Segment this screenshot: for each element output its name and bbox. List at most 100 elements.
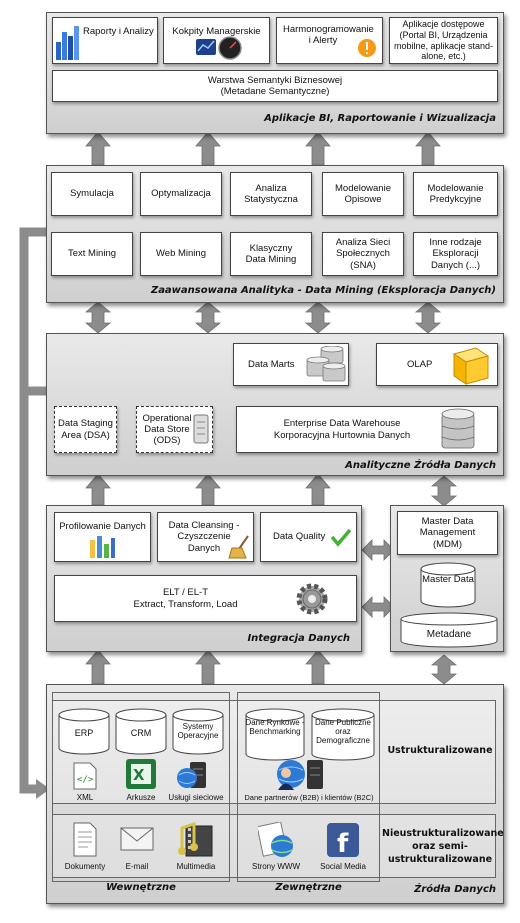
- server-icon: [193, 414, 209, 444]
- spreadsheet-icon: X: [126, 759, 156, 789]
- database-stack-icon: [306, 346, 346, 382]
- semantic-layer-box: Warstwa Semantyki Biznesowej (Metadane S…: [52, 70, 498, 102]
- mdm-box: Master Data Management (MDM): [397, 511, 498, 555]
- crm-label: CRM: [130, 728, 152, 738]
- analytics-label: Analiza Statystyczna: [244, 182, 298, 205]
- dsa-box: Data Staging Area (DSA): [54, 406, 117, 453]
- metadata-label: Metadane: [426, 629, 472, 640]
- analytics-box-sna: Analiza Sieci Społecznych (SNA): [322, 232, 404, 276]
- svg-text:X: X: [133, 766, 145, 784]
- gauge-icon: [196, 36, 242, 60]
- document-label: Dokumenty: [64, 862, 106, 871]
- external-label: Zewnętrzne: [275, 882, 342, 893]
- spreadsheet-label: Arkusze: [126, 793, 156, 802]
- external-group: [237, 692, 380, 882]
- analytics-box-classic-dm: Klasyczny Data Mining: [230, 232, 312, 276]
- internal-label: Wewnętrzne: [106, 882, 176, 893]
- cleansing-label: Data Cleansing - Czyszczenie Danych: [168, 520, 240, 554]
- data-warehouse-icon: [441, 408, 475, 449]
- analytics-label: Text Mining: [67, 248, 117, 260]
- www-label: Strony WWW: [252, 862, 300, 871]
- analytics-box-other: Inne rodzaje Eksploracji Danych (...): [413, 232, 498, 276]
- integration-layer-title: Integracja Danych: [247, 633, 350, 644]
- analytics-label: Modelowanie Opisowe: [335, 182, 391, 205]
- structured-label: Ustrukturalizowane: [387, 745, 493, 756]
- metadata-cylinder: [400, 612, 498, 648]
- semantic-layer-label: Warstwa Semantyki Biznesowej (Metadane S…: [207, 74, 343, 97]
- olap-label: OLAP: [407, 358, 433, 370]
- document-icon: [73, 822, 97, 857]
- profiling-chart-icon: [90, 536, 115, 558]
- access-apps-box: Aplikacje dostępowe (Portal BI, Urządzen…: [389, 17, 498, 64]
- partners-icon: [277, 760, 323, 790]
- data-sources-title: Źródła Danych: [414, 884, 496, 895]
- gears-icon: [296, 583, 328, 615]
- svg-text:f: f: [337, 829, 349, 858]
- ods-box: Operational Data Store (ODS): [136, 406, 213, 453]
- market-label: Dane Rynkowe - Benchmarking: [245, 718, 305, 737]
- analytics-label: Analiza Sieci Społecznych (SNA): [335, 237, 391, 271]
- analytics-box-web-mining: Web Mining: [140, 232, 222, 276]
- analytics-label: Web Mining: [156, 248, 206, 260]
- profiling-box: Profilowanie Danych: [54, 512, 151, 562]
- web-services-label: Usługi sieciowe: [168, 793, 224, 802]
- xml-label: XML: [76, 793, 94, 802]
- internal-group: [52, 692, 230, 882]
- os-cylinder: [172, 708, 224, 755]
- dashboards-box: Kokpity Managerskie: [163, 17, 270, 64]
- access-apps-label: Aplikacje dostępowe (Portal BI, Urządzen…: [393, 19, 494, 62]
- analytics-box-optimization: Optymalizacja: [140, 172, 222, 216]
- broom-icon: [228, 535, 249, 559]
- public-label: Dane Publiczne oraz Demograficzne: [314, 718, 372, 746]
- market-cylinder: [245, 708, 305, 761]
- master-data-label: Master Data: [422, 574, 474, 585]
- data-marts-label: Data Marts: [248, 358, 295, 370]
- alert-icon: [358, 39, 376, 57]
- quality-label: Data Quality: [273, 531, 326, 543]
- olap-cube-icon: [452, 347, 490, 385]
- dashboards-label: Kokpity Managerskie: [172, 26, 261, 37]
- quality-box: Data Quality: [260, 512, 357, 562]
- social-label: Social Media: [320, 862, 366, 871]
- analytics-box-text-mining: Text Mining: [51, 232, 133, 276]
- dsa-label: Data Staging Area (DSA): [58, 418, 113, 441]
- xml-file-icon: </>: [73, 762, 97, 790]
- mdm-label: Master Data Management (MDM): [419, 516, 476, 550]
- bar-chart-icon: [56, 26, 79, 60]
- analytics-label: Optymalizacja: [151, 188, 211, 200]
- profiling-label: Profilowanie Danych: [59, 521, 146, 532]
- analytics-label: Modelowanie Predykcyjne: [427, 182, 484, 205]
- svg-text:</>: </>: [77, 775, 94, 785]
- analytics-box-predictive: Modelowanie Predykcyjne: [413, 172, 498, 216]
- email-label: E-mail: [125, 862, 149, 871]
- crm-cylinder: [115, 708, 167, 755]
- erp-cylinder: [58, 708, 110, 755]
- multimedia-icon: [178, 821, 213, 857]
- etl-sub-label: Extract, Transform, Load: [133, 598, 238, 610]
- scheduling-label: Harmonogramowanie i Alerty: [283, 24, 374, 47]
- analytics-layer-title: Zaawansowana Analityka - Data Mining (Ek…: [150, 285, 496, 296]
- erp-label: ERP: [74, 728, 94, 738]
- unstructured-label: Nieustrukturalizowane oraz semi-ustruktu…: [382, 828, 504, 865]
- email-icon: [120, 827, 154, 851]
- analytics-label: Inne rodzaje Eksploracji Danych (...): [429, 237, 482, 271]
- ods-label: Operational Data Store (ODS): [142, 412, 192, 447]
- bi-layer-title: Aplikacje BI, Raportowanie i Wizualizacj…: [264, 113, 496, 124]
- www-icon: [258, 822, 293, 857]
- multimedia-label: Multimedia: [176, 862, 216, 871]
- web-services-icon: [177, 762, 206, 788]
- partners-label: Dane partnerów (B2B) i klientów (B2C): [244, 793, 374, 802]
- analytics-label: Klasyczny Data Mining: [245, 242, 297, 265]
- etl-label: ELT / EL-T: [162, 587, 209, 599]
- public-cylinder: [311, 708, 375, 761]
- analytics-box-simulation: Symulacja: [51, 172, 133, 216]
- checkmark-icon: [330, 528, 352, 547]
- analytics-box-statistical: Analiza Statystyczna: [230, 172, 312, 216]
- analytics-box-descriptive: Modelowanie Opisowe: [322, 172, 404, 216]
- master-data-cylinder: [420, 562, 476, 608]
- reports-label: Raporty i Analizy: [83, 26, 154, 37]
- analytics-label: Symulacja: [70, 188, 114, 200]
- facebook-icon: f: [327, 823, 359, 858]
- edw-label: Enterprise Data Warehouse Korporacyjna H…: [273, 418, 411, 441]
- os-label: Systemy Operacyjne: [177, 722, 219, 741]
